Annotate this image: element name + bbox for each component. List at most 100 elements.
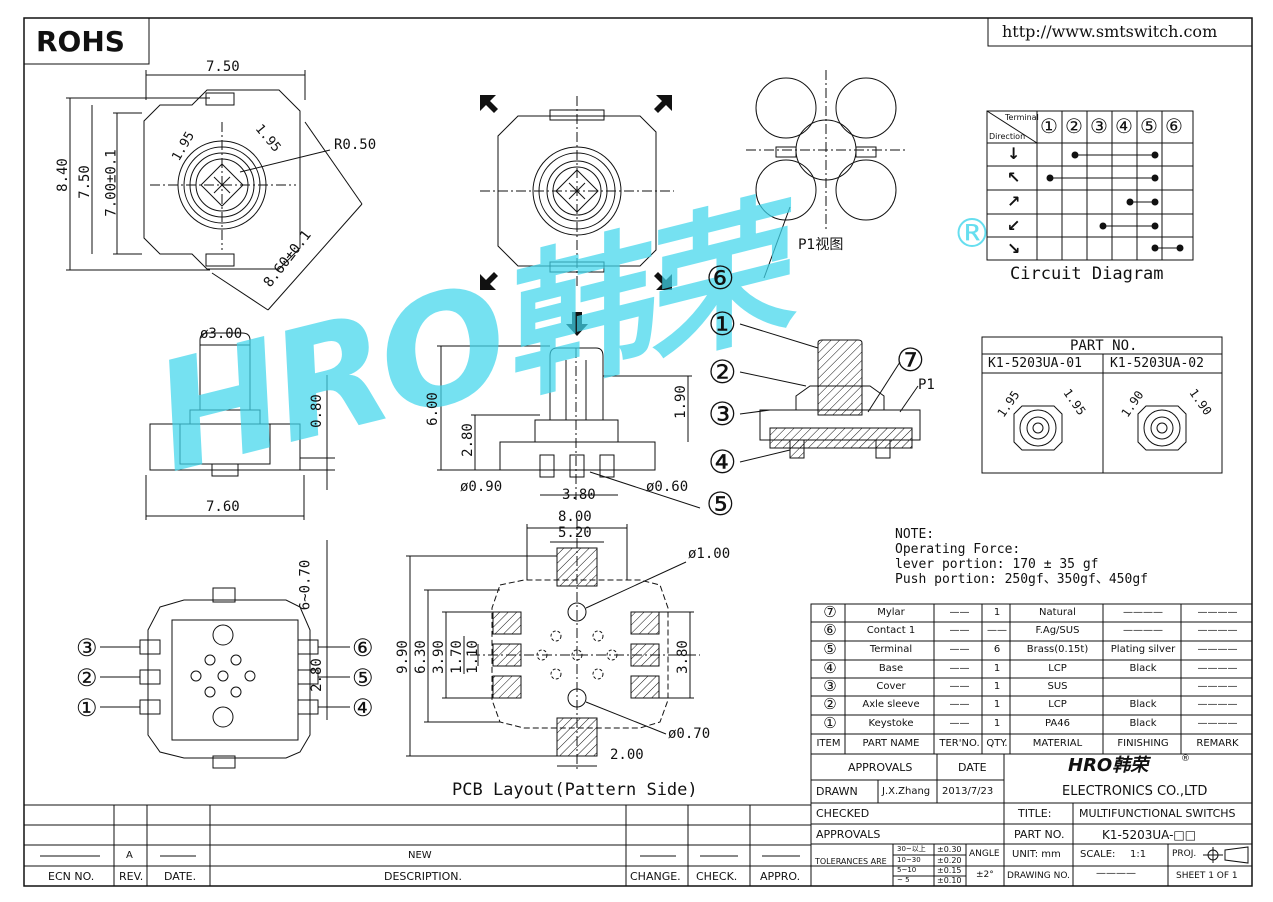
- circuit-terminal-6: ⑥: [1165, 114, 1183, 138]
- dim-side-dia: ø3.00: [200, 326, 243, 342]
- p1-view-label: P1视图: [798, 237, 844, 253]
- bom-header-0: ITEM: [816, 738, 841, 749]
- circuit-dir-down-icon: ↓: [1007, 144, 1021, 163]
- dim-pcb-hole2: ø0.70: [668, 726, 711, 742]
- label-p1: P1: [918, 377, 935, 393]
- bom-cell-mat: LCP: [1048, 699, 1067, 710]
- website-url[interactable]: http://www.smtswitch.com: [1002, 22, 1218, 41]
- arrow-up-right-icon: [654, 95, 672, 113]
- tb-part-no-label: PART NO.: [1014, 828, 1065, 841]
- rev-h-rev: REV.: [119, 870, 144, 883]
- circuit-terminal-5: ⑤: [1140, 114, 1158, 138]
- callout-6: ⑥: [706, 259, 735, 297]
- circuit-dir-upleft-icon: ↖: [1007, 168, 1021, 187]
- dim-side-w: 7.60: [206, 499, 240, 515]
- bom-cell-ter: ——: [949, 681, 970, 692]
- circuit-header-direction: Direction: [989, 132, 1026, 141]
- bom-cell-qty: ——: [987, 625, 1007, 636]
- bom-cell-rem: ————: [1197, 607, 1238, 618]
- tb-checked: CHECKED: [816, 807, 870, 820]
- rev-h-date: DATE.: [164, 870, 197, 883]
- rev-h-appro: APPRO.: [760, 870, 801, 883]
- dim-pcb-h6: 3.80: [674, 640, 691, 674]
- bom-cell-qty: 1: [993, 718, 1001, 729]
- bom-cell-qty: 1: [993, 681, 1001, 692]
- bom-cell-no: ③: [823, 677, 837, 695]
- dim-front-h: 6.00: [424, 392, 441, 426]
- part-no-01: K1-5203UA-01: [988, 356, 1082, 371]
- bottom-pin-6: ⑥: [352, 634, 374, 662]
- bom-cell-rem: ————: [1197, 681, 1238, 692]
- dim-pcb-hole: ø1.00: [688, 546, 731, 562]
- bom-cell-name: Base: [878, 663, 904, 674]
- tb-proj: PROJ.: [1172, 849, 1197, 859]
- tb-title: MULTIFUNCTIONAL SWITCHS: [1079, 807, 1236, 820]
- bom-cell-ter: ——: [949, 663, 970, 674]
- bom-cell-no: ①: [823, 714, 837, 732]
- rohs-label: ROHS: [36, 25, 125, 58]
- bom-cell-name: Mylar: [877, 607, 905, 618]
- bom-cell-mat: LCP: [1048, 663, 1067, 674]
- registered-mark: ®: [952, 211, 992, 257]
- rev-value: A: [126, 850, 133, 861]
- bottom-pin-5: ⑤: [352, 664, 374, 692]
- tb-approvals2: APPROVALS: [816, 828, 881, 841]
- tb-tolerances: TOLERANCES ARE: [815, 857, 887, 866]
- bom-cell-rem: ————: [1197, 718, 1238, 729]
- bottom-pin-3: ③: [76, 634, 98, 662]
- bom-cell-fin: Black: [1129, 718, 1157, 729]
- rev-h-change: CHANGE.: [630, 870, 681, 883]
- tb-tol-r3a: 5~10: [897, 866, 917, 874]
- tb-tol-r4b: ±0.10: [937, 876, 962, 885]
- arrow-down-right-icon: [654, 272, 672, 290]
- bom-header-4: MATERIAL: [1032, 738, 1083, 749]
- bom-cell-rem: ————: [1197, 699, 1238, 710]
- bom-cell-name: Axle sleeve: [862, 699, 920, 710]
- dim-top-radius: R0.50: [334, 137, 377, 153]
- tb-unit: UNIT: mm: [1012, 849, 1061, 860]
- circuit-terminal-1: ①: [1040, 114, 1058, 138]
- bottom-pin-4: ④: [352, 694, 374, 722]
- part-no-02: K1-5203UA-02: [1110, 356, 1204, 371]
- tb-tol-r1a: 30~以上: [897, 845, 926, 853]
- bom-cell-rem: ————: [1197, 663, 1238, 674]
- dim-pcb-h4: 1.70: [448, 640, 465, 674]
- dim-pcb-w: 8.00: [558, 509, 592, 525]
- tb-tol-r1b: ±0.30: [937, 845, 962, 854]
- bom-cell-ter: ——: [949, 699, 970, 710]
- bom-cell-no: ⑤: [823, 640, 837, 658]
- circuit-terminal-4: ④: [1115, 114, 1133, 138]
- dim-front-h3: 1.90: [672, 385, 689, 419]
- circuit-terminal-3: ③: [1090, 114, 1108, 138]
- rev-h-desc: DESCRIPTION.: [384, 870, 462, 883]
- tb-scale: 1:1: [1130, 849, 1147, 860]
- bom-cell-fin: Plating silver: [1110, 644, 1176, 655]
- bom-cell-fin: ————: [1123, 607, 1163, 618]
- circuit-dir-upright-icon: ↗: [1007, 192, 1021, 211]
- tb-drawing-no-val: ————: [1096, 868, 1136, 879]
- bom-cell-qty: 6: [993, 644, 1001, 655]
- bom-cell-mat: SUS: [1047, 681, 1068, 692]
- circuit-header-terminal: Terminal: [1005, 113, 1039, 122]
- dim-bottom-pitch: 2.80: [308, 658, 325, 692]
- circuit-terminal-2: ②: [1065, 114, 1083, 138]
- tb-sheet: SHEET 1 OF 1: [1176, 871, 1238, 881]
- tb-date: DATE: [958, 761, 987, 774]
- dim-front-pin: ø0.90: [460, 479, 503, 495]
- bottom-pin-2: ②: [76, 664, 98, 692]
- bom-cell-ter: ——: [949, 625, 970, 636]
- dim-pcb-w2: 5.20: [558, 525, 592, 541]
- bom-header-1: PART NAME: [862, 738, 920, 749]
- dim-top-body: 7.00±0.1: [103, 149, 120, 217]
- tb-scale-label: SCALE:: [1080, 849, 1116, 860]
- bottom-pin-1: ①: [76, 694, 98, 722]
- tb-brand-logo: HRO韩荣: [1068, 755, 1149, 776]
- callout-5: ⑤: [706, 485, 735, 523]
- bom-header-6: REMARK: [1196, 738, 1239, 749]
- dim-pcb-h3: 3.90: [430, 640, 447, 674]
- note-l3: lever portion: 170 ± 35 gf: [895, 557, 1099, 572]
- bom-header-3: QTY.: [986, 738, 1008, 749]
- rev-desc: NEW: [408, 850, 432, 861]
